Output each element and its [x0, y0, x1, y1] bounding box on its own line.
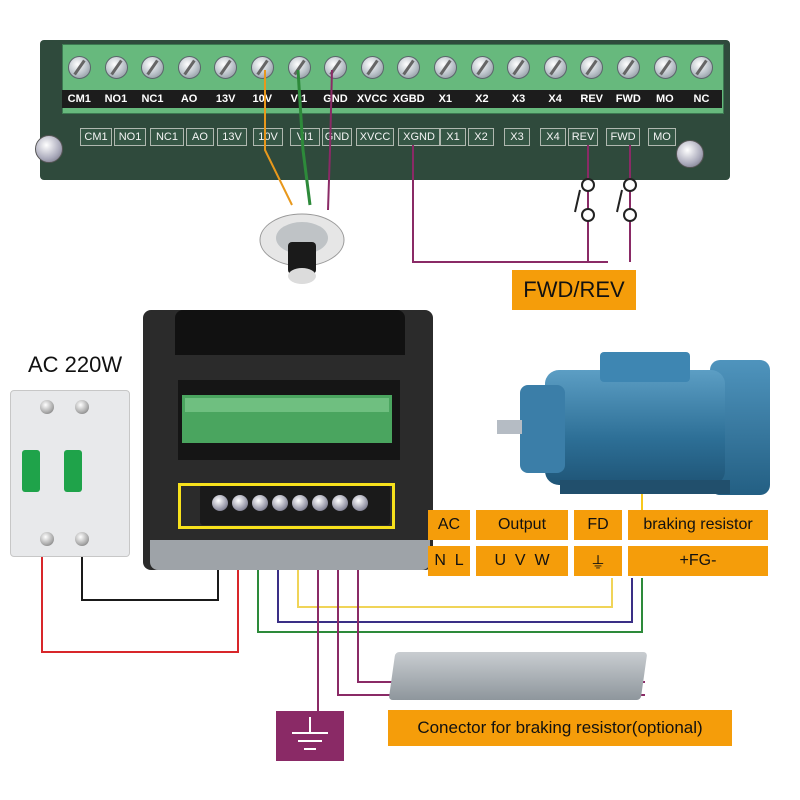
- breaker-lever-1: [22, 450, 40, 492]
- terminal-screw: [690, 56, 714, 79]
- cell-fd-ground: ⏚: [574, 546, 622, 576]
- terminal-label-bottom: X1: [440, 128, 466, 146]
- fwd-rev-label: FWD/REV: [512, 270, 636, 310]
- terminal-screw: [653, 56, 677, 79]
- terminal-label-top: 13V: [215, 93, 236, 105]
- motor-shaft: [497, 420, 522, 434]
- terminal-label-top: X2: [475, 93, 489, 105]
- wire-pot-purple: [327, 69, 333, 211]
- terminal-label-top: AO: [180, 93, 198, 105]
- inverter-base: [150, 540, 430, 570]
- terminal-label-bottom: X4: [540, 128, 566, 146]
- header-ac: AC: [428, 510, 470, 540]
- power-terminal-screw: [332, 495, 348, 511]
- terminal-label-bottom: XGND: [398, 128, 440, 146]
- braking-resistor-note: Conector for braking resistor(optional): [388, 710, 732, 746]
- header-fd: FD: [574, 510, 622, 540]
- terminal-screw: [177, 56, 201, 79]
- power-terminal-screw: [312, 495, 328, 511]
- terminal-screw: [580, 56, 604, 79]
- terminal-screw: [214, 56, 238, 79]
- power-terminal-screw: [212, 495, 228, 511]
- motor-foot: [560, 480, 730, 494]
- motor-front-flange: [520, 385, 565, 473]
- terminal-label-bottom: MO: [648, 128, 676, 146]
- terminal-label-bottom: 13V: [217, 128, 247, 146]
- terminal-label-bottom: NO1: [114, 128, 146, 146]
- terminal-label-bottom: REV: [568, 128, 598, 146]
- mounting-screw-right: [676, 140, 704, 168]
- ground-box: [276, 711, 344, 761]
- terminal-screw: [324, 56, 348, 79]
- switch-fwd: [616, 178, 637, 222]
- terminal-label-top: REV: [580, 93, 603, 105]
- braking-resistor: [388, 652, 648, 700]
- terminal-screw: [68, 56, 91, 79]
- header-output: Output: [476, 510, 568, 540]
- breaker-screw: [40, 400, 54, 414]
- power-terminal-highlight: [178, 483, 395, 529]
- terminal-label-top: NC: [693, 93, 710, 105]
- wire-pot-orange: [264, 70, 293, 206]
- ground-icon: [292, 717, 328, 750]
- inverter-terminal-strip: [185, 398, 389, 412]
- terminal-label-top: MO: [656, 93, 674, 105]
- terminal-label-bottom: X2: [468, 128, 494, 146]
- power-terminal-screw: [352, 495, 368, 511]
- motor-terminal-box: [600, 352, 690, 382]
- terminal-label-bottom: AO: [186, 128, 214, 146]
- terminal-label-top: X1: [438, 93, 453, 105]
- wire-xgnd: [412, 145, 608, 263]
- ac-supply-label: AC 220W: [28, 352, 123, 377]
- wire-pot-green: [296, 69, 312, 206]
- motor-body: [545, 370, 725, 485]
- terminal-label-bottom: FWD: [606, 128, 640, 146]
- power-terminal-screw: [252, 495, 268, 511]
- terminal-label-top: NO1: [104, 93, 128, 105]
- terminal-screw: [251, 56, 274, 79]
- terminal-label-bottom: 10V: [253, 128, 283, 146]
- breaker-screw: [40, 532, 54, 546]
- breaker-screw: [75, 532, 89, 546]
- terminal-screw: [434, 56, 457, 79]
- terminal-label-row-top: [62, 90, 722, 108]
- wire-u: [257, 515, 643, 633]
- cell-output-uvw: U V W: [476, 546, 568, 576]
- switch-rev: [574, 178, 595, 222]
- power-terminal-screw: [232, 495, 248, 511]
- cell-ac-nl: N L: [428, 546, 470, 576]
- terminal-label-top: XGBD: [392, 93, 425, 105]
- cell-braking-fg: +FG-: [628, 546, 768, 576]
- terminal-screw: [360, 56, 384, 79]
- wire-line: [41, 515, 239, 653]
- terminal-label-bottom: XVCC: [356, 128, 394, 146]
- terminal-screw: [470, 56, 494, 79]
- terminal-screw: [141, 56, 165, 79]
- terminal-label-top: XVCC: [356, 93, 388, 105]
- terminal-label-bottom: VI1: [290, 128, 320, 146]
- terminal-label-top: 10V: [252, 93, 273, 105]
- power-terminal-screw: [292, 495, 308, 511]
- breaker-lever-2: [64, 450, 82, 492]
- terminal-label-top: X3: [511, 93, 526, 105]
- terminal-label-bottom: X3: [504, 128, 530, 146]
- terminal-label-top: NC1: [141, 93, 164, 105]
- terminal-screw: [507, 56, 531, 79]
- potentiometer: [259, 213, 345, 284]
- power-terminal-screw: [272, 495, 288, 511]
- terminal-screw: [104, 56, 128, 79]
- mounting-screw-left: [35, 135, 63, 163]
- inverter-keypad: [175, 310, 405, 355]
- terminal-label-bottom: NC1: [150, 128, 184, 146]
- terminal-screw: [617, 56, 640, 79]
- terminal-label-top: CM1: [67, 93, 91, 105]
- header-braking-resistor: braking resistor: [628, 510, 768, 540]
- terminal-screw: [397, 56, 421, 79]
- terminal-screw: [543, 56, 567, 79]
- breaker-screw: [75, 400, 89, 414]
- terminal-label-top: FWD: [615, 93, 641, 105]
- terminal-label-top: GND: [323, 93, 348, 105]
- terminal-label-top: X4: [548, 93, 562, 105]
- terminal-label-bottom: CM1: [80, 128, 112, 146]
